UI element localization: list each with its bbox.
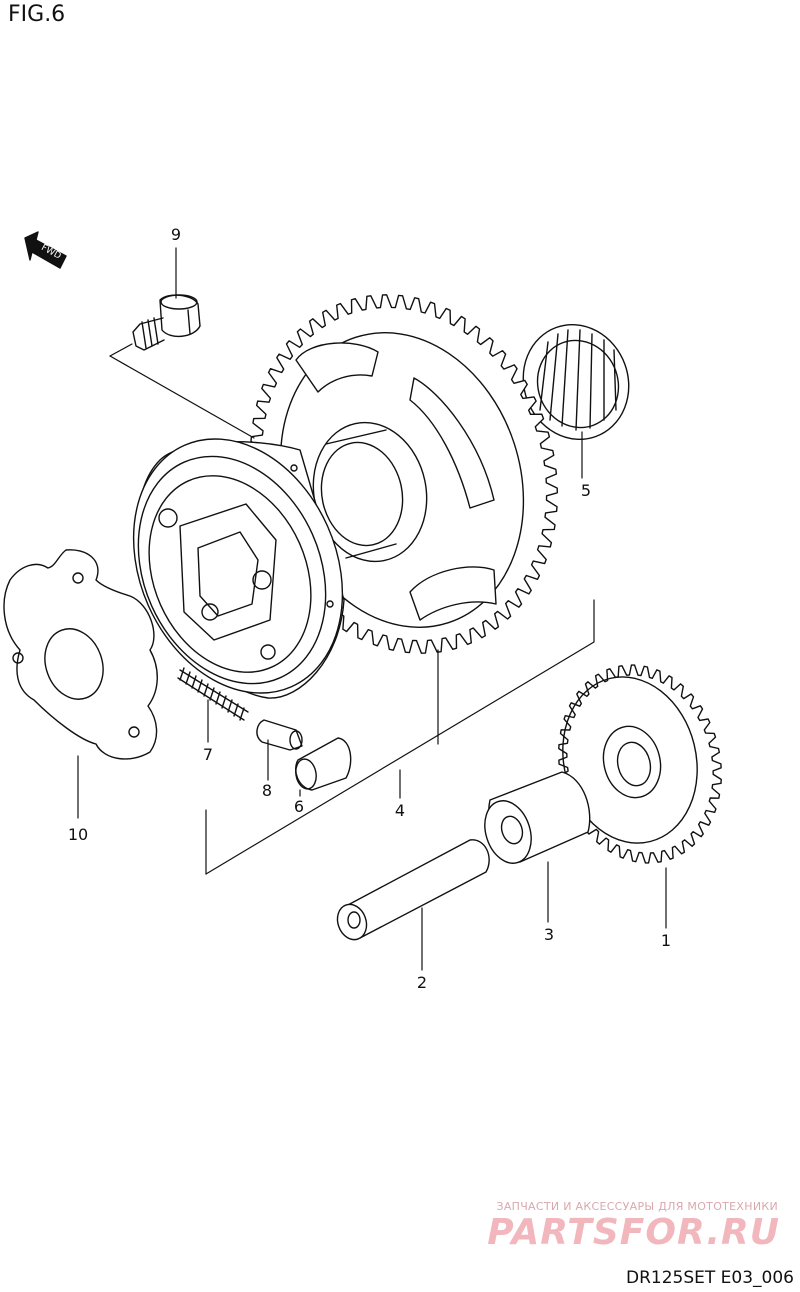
callout-3: 3	[544, 925, 554, 944]
figure-label: FIG.6	[8, 2, 66, 27]
callout-9: 9	[171, 225, 181, 244]
callout-6: 6	[294, 797, 304, 816]
drawing-code: DR125SET E03_006	[626, 1268, 794, 1288]
watermark-brand-logo: PARTSFOR.RU	[487, 1212, 780, 1253]
callout-5: 5	[581, 481, 591, 500]
part-8-plunger-cap	[256, 719, 303, 751]
leader-lines	[77, 247, 667, 971]
callout-8: 8	[262, 781, 272, 800]
part-6-roller	[294, 737, 352, 791]
part-10-retainer-plate	[3, 549, 158, 760]
callout-2: 2	[417, 973, 427, 992]
fwd-arrow-icon: FWD	[24, 231, 67, 269]
part-4-clutch-housing	[132, 438, 345, 699]
callout-7: 7	[203, 745, 213, 764]
part-2-shaft	[336, 839, 490, 941]
part-9-bolt	[132, 294, 201, 351]
callout-10: 10	[68, 825, 88, 844]
callout-4: 4	[395, 801, 405, 820]
watermark-tagline: ЗАПЧАСТИ И АКСЕССУАРЫ ДЛЯ МОТОТЕХНИКИ	[496, 1200, 778, 1213]
part-7-spring	[177, 667, 249, 721]
part-3-bushing	[484, 771, 591, 864]
callout-1: 1	[661, 931, 671, 950]
callout-labels: 9 5 7 8 6 4 10 1 3 2	[68, 225, 671, 992]
